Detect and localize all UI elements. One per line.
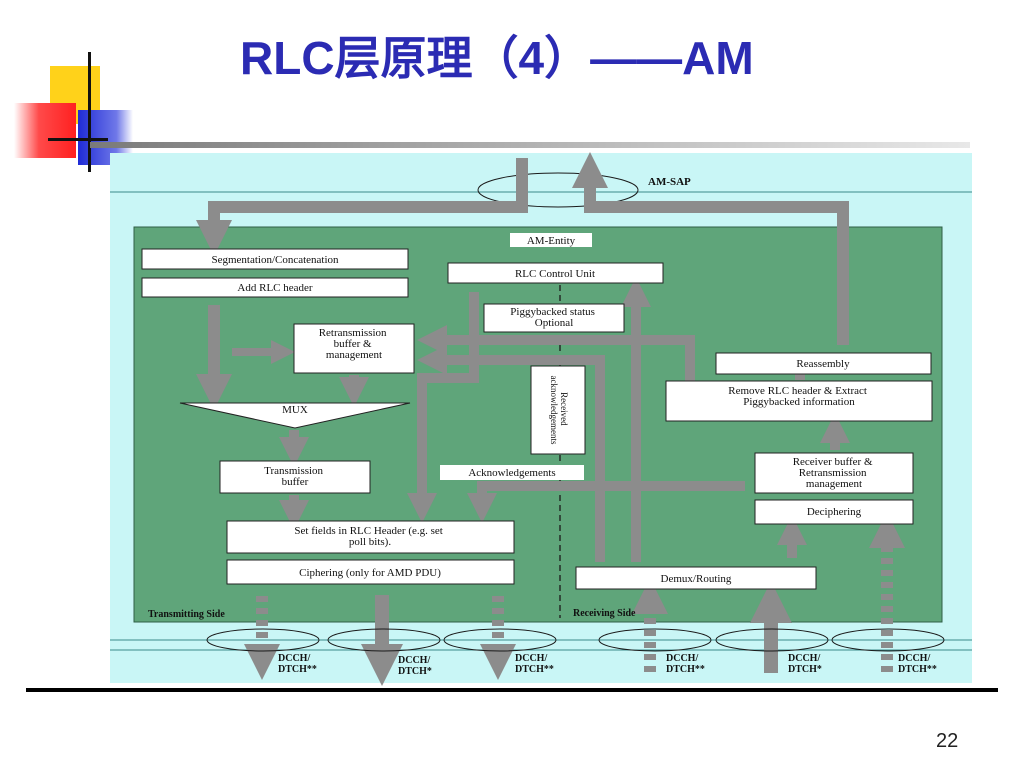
segmentation-label: Segmentation/Concatenation	[211, 254, 339, 266]
channel-ellipse-3	[443, 628, 557, 652]
piggybacked-status-box	[483, 303, 625, 333]
set-fields-label: Set fields in RLC Header (e.g. set poll …	[294, 525, 445, 548]
reassembly-box	[715, 352, 932, 375]
page-number: 22	[936, 730, 959, 752]
received-ack-line-1: Received	[559, 392, 569, 426]
add-header-label: Add RLC header	[237, 282, 312, 294]
sap-up-arrow	[572, 152, 849, 345]
retransmission-line-2: buffer &	[334, 338, 372, 350]
title-underline	[90, 142, 970, 148]
received-ack-label: Received acknowledgements	[549, 376, 569, 445]
channel-ellipse-5	[715, 628, 829, 652]
reassembly-label: Reassembly	[796, 358, 850, 370]
transmission-buffer-box	[219, 460, 371, 494]
remove-header-label: Remove RLC header & Extract Piggybacked …	[728, 385, 869, 408]
acknowledgements-box	[440, 465, 584, 480]
deciphering-box	[754, 499, 914, 525]
set-fields-box	[226, 520, 515, 554]
receiver-line-3: management	[806, 478, 862, 490]
retransmission-buffer-label: Retransmission buffer & management	[319, 327, 390, 361]
remove-header-line-2: Piggybacked information	[743, 396, 855, 408]
rlc-control-unit-label: RLC Control Unit	[515, 268, 595, 280]
sap-down-arrow	[196, 158, 528, 256]
channel-label-5: DCCH/DTCH*	[788, 653, 822, 675]
retransmission-buffer-box	[293, 323, 415, 374]
transmitting-side-label: Transmitting Side	[148, 609, 225, 620]
deciphering-label: Deciphering	[807, 506, 862, 518]
am-sap-ellipse	[477, 172, 639, 208]
remove-header-box	[665, 380, 933, 422]
status-to-retrans-arrow	[417, 325, 695, 385]
receiver-line-2: Retransmission	[799, 467, 867, 479]
am-entity-label-box	[510, 233, 592, 247]
transmission-buffer-label: Transmission buffer	[264, 465, 326, 488]
slide-title: RLC层原理（4）——AM	[240, 32, 754, 84]
channel-ellipse-6	[831, 628, 945, 652]
channel-label-1: DCCH/DTCH**	[278, 653, 317, 675]
piggybacked-status-label: Piggybacked status Optional	[510, 306, 597, 329]
receiver-buffer-label: Receiver buffer & Retransmission managem…	[793, 456, 876, 490]
channel-label-6: DCCH/DTCH**	[898, 653, 937, 675]
dashed-channel-arrows	[244, 512, 905, 680]
ciphering-label: Ciphering (only for AMD PDU)	[299, 567, 441, 579]
receiver-buffer-box	[754, 452, 914, 494]
logo-vertical-line	[88, 52, 91, 172]
footer-rule	[26, 688, 998, 692]
remove-header-line-1: Remove RLC header & Extract	[728, 385, 867, 397]
add-header-box	[141, 277, 409, 298]
flow-arrows	[196, 152, 850, 686]
ack-to-retrans-arrow	[417, 345, 605, 562]
channel-label-3: DCCH/DTCH**	[515, 653, 554, 675]
logo-red-square	[14, 103, 76, 158]
piggybacked-line-1: Piggybacked status	[510, 306, 595, 318]
retransmission-line-1: Retransmission	[319, 327, 387, 339]
channel-label-2: DCCH/DTCH*	[398, 655, 432, 677]
piggybacked-line-2: Optional	[535, 317, 574, 329]
transmission-line-2: buffer	[282, 476, 309, 488]
channel-ellipse-4	[598, 628, 712, 652]
set-fields-line-2: poll bits).	[349, 536, 391, 548]
received-ack-box	[530, 365, 586, 455]
mux-shape	[179, 402, 411, 429]
receiving-side-label: Receiving Side	[573, 608, 636, 619]
corner-logo	[0, 48, 150, 178]
transmission-line-1: Transmission	[264, 465, 323, 477]
demux-box	[575, 566, 817, 590]
channel-labels: DCCH/DTCH** DCCH/DTCH* DCCH/DTCH** DCCH/…	[278, 653, 937, 677]
set-fields-line-1: Set fields in RLC Header (e.g. set	[294, 525, 442, 537]
receiver-line-1: Receiver buffer &	[793, 456, 873, 468]
demux-label: Demux/Routing	[661, 573, 732, 585]
acknowledgements-label: Acknowledgements	[468, 467, 555, 479]
ciphering-box	[226, 559, 515, 585]
mux-label: MUX	[282, 404, 308, 416]
channel-ellipse-1	[206, 628, 320, 652]
received-ack-line-2: acknowledgements	[549, 376, 559, 445]
logo-horizontal-line	[48, 138, 108, 141]
am-sap-label: AM-SAP	[648, 176, 691, 188]
channel-ellipse-2	[327, 628, 441, 652]
segmentation-box	[141, 248, 409, 270]
channel-ellipses	[206, 628, 945, 652]
channel-label-4: DCCH/DTCH**	[666, 653, 705, 675]
rx-ack-arrow	[467, 481, 745, 523]
am-entity-label: AM-Entity	[527, 235, 576, 247]
rlc-control-unit-box	[447, 262, 664, 284]
retransmission-line-3: management	[326, 349, 382, 361]
